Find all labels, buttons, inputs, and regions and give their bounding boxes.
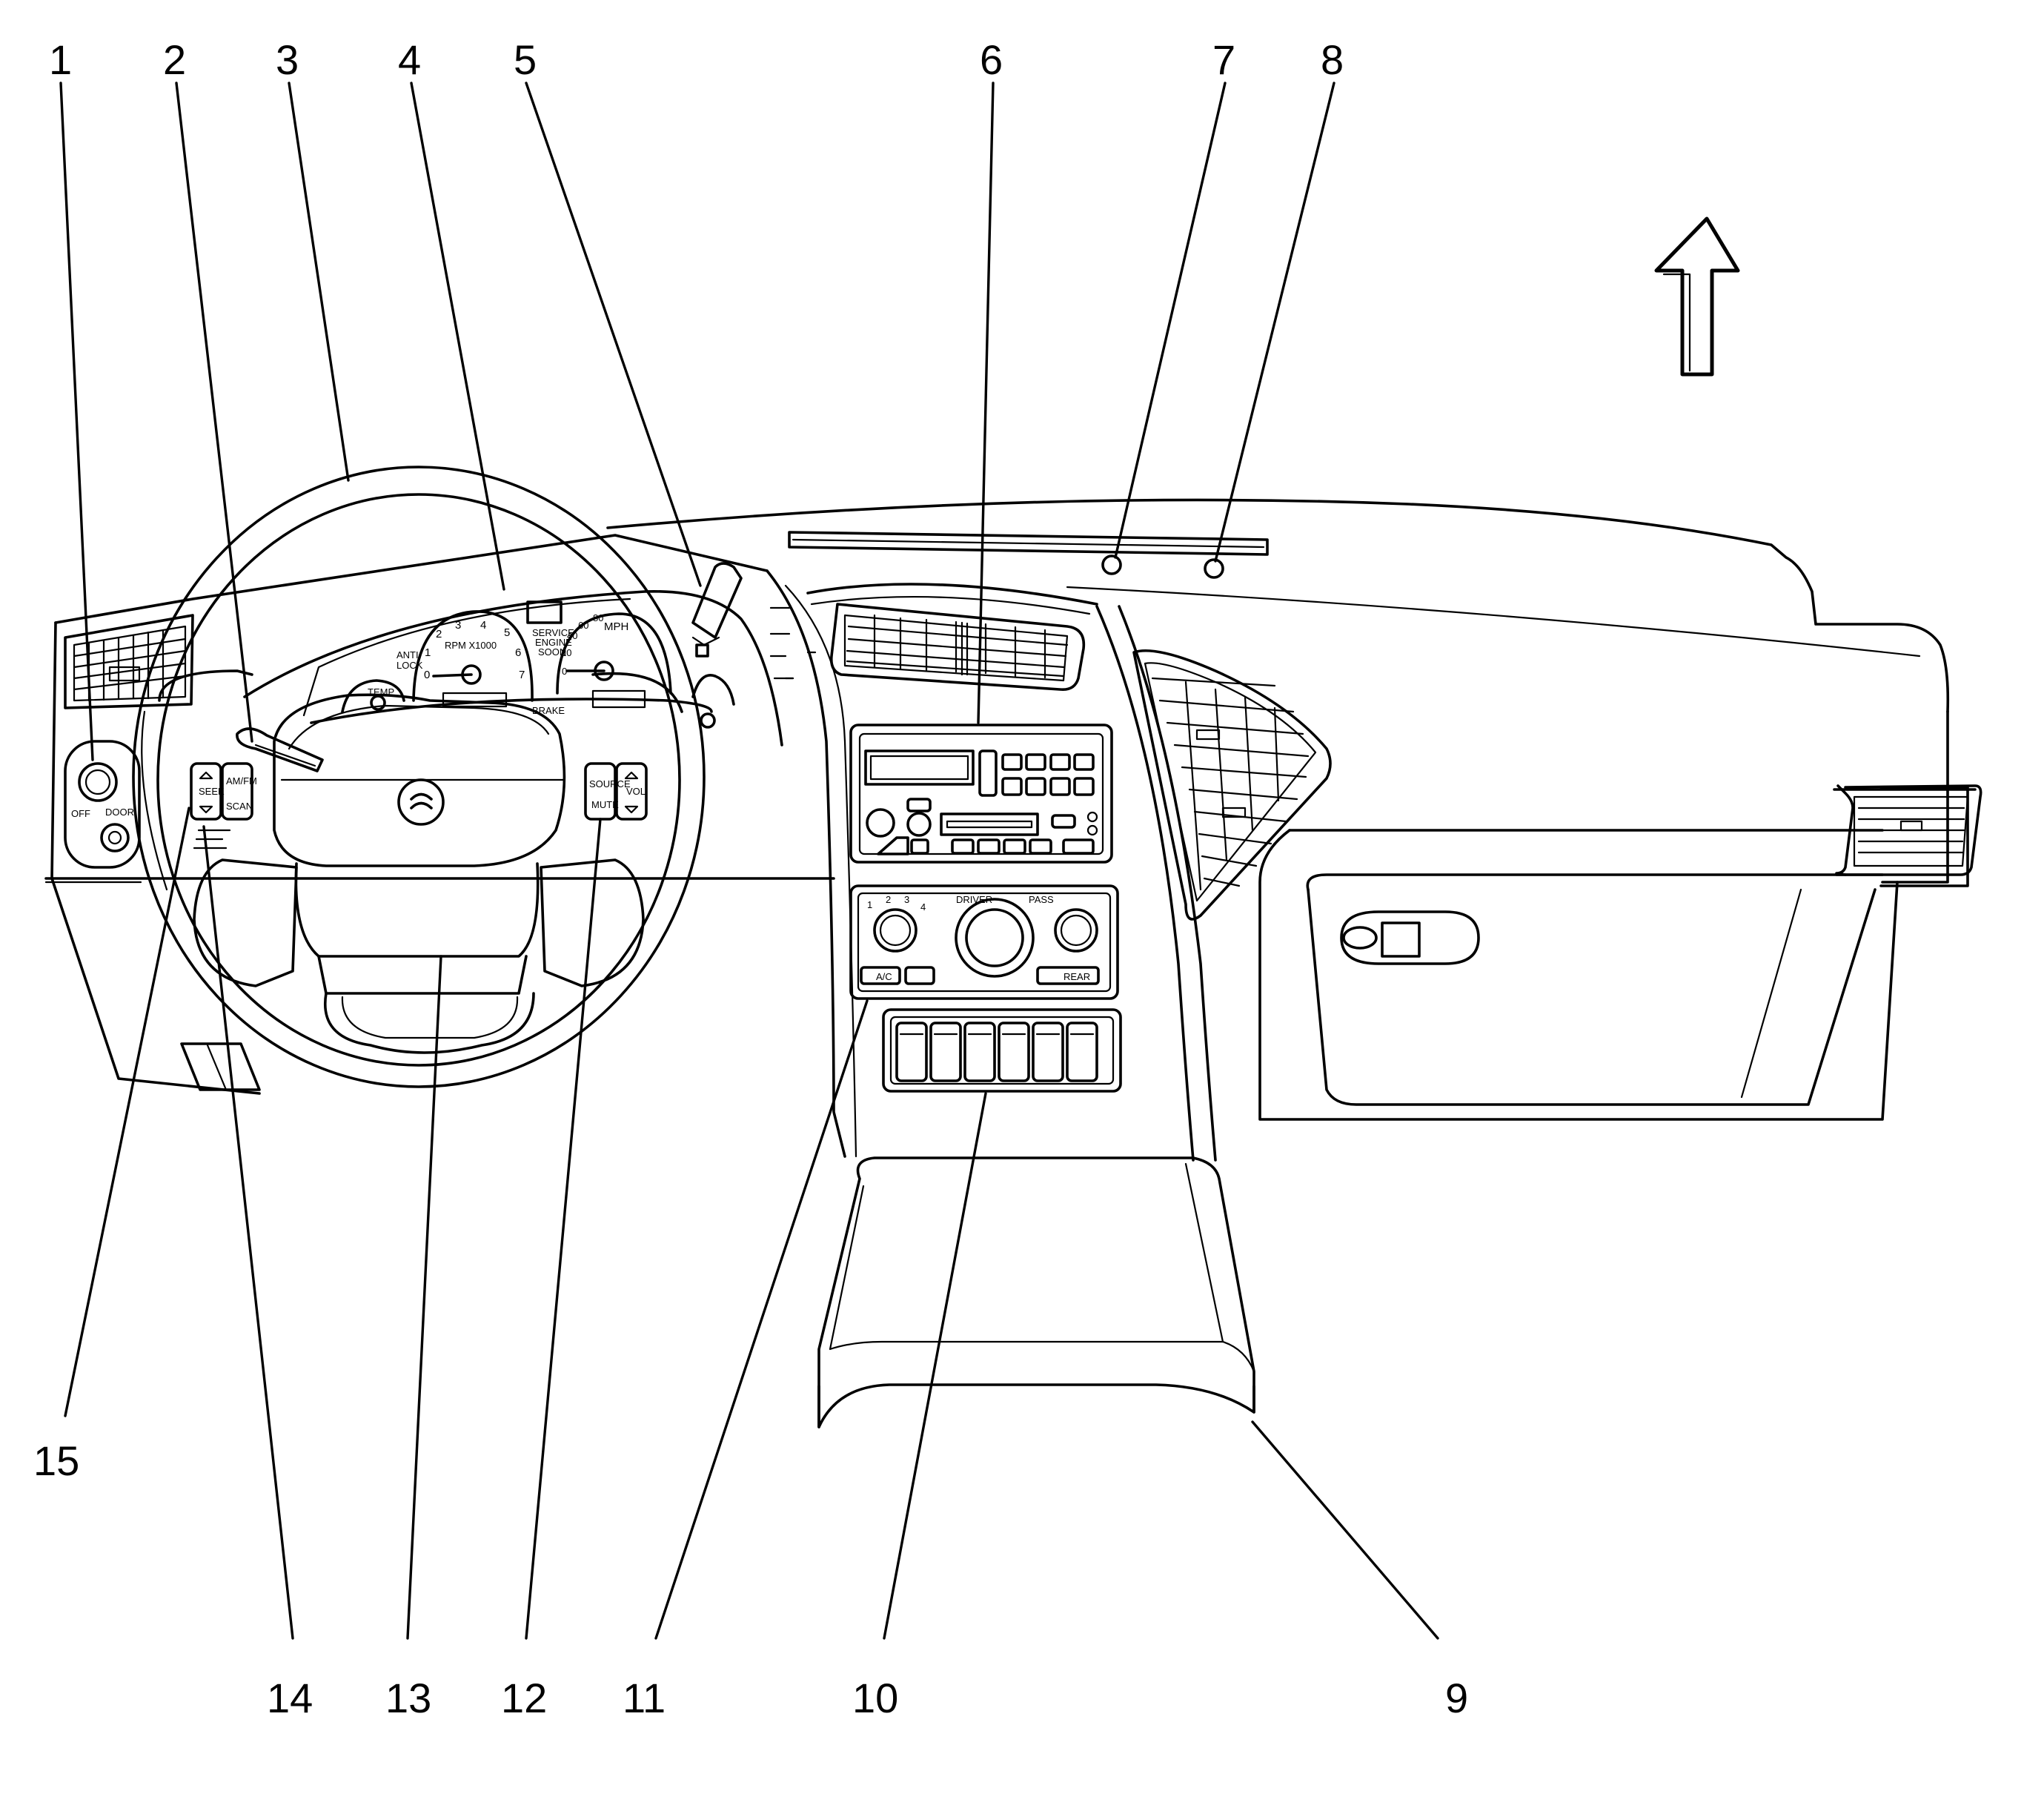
tach-tick: 5 xyxy=(504,626,510,639)
callout-12: 12 xyxy=(501,1675,547,1721)
passenger-right-vent xyxy=(1833,784,1982,876)
hvac-driver-label: DRIVER xyxy=(956,894,992,905)
callout-5: 5 xyxy=(514,36,537,83)
left-wheel-controls: SEEK AM/FM SCAN xyxy=(190,762,257,850)
tach-tick: 6 xyxy=(515,646,521,659)
forward-arrow-icon xyxy=(1654,216,1740,377)
callout-9: 9 xyxy=(1445,1675,1468,1721)
glove-box-latch xyxy=(1340,910,1480,965)
anti-lock-label-1: ANTI- xyxy=(396,649,422,660)
sensor-dots xyxy=(1101,554,1224,579)
service-engine-2: ENGINE xyxy=(535,637,572,648)
hvac-ac-label: A/C xyxy=(876,971,892,982)
tach-tick: 0 xyxy=(424,669,430,681)
callout-4: 4 xyxy=(398,36,421,83)
callout-10: 10 xyxy=(852,1675,898,1721)
speedo-tick: 40 xyxy=(567,630,577,641)
headlamp-off-label: OFF xyxy=(71,808,90,819)
hvac-tick: 1 xyxy=(867,899,872,910)
floor-console xyxy=(817,1156,1255,1428)
callout-7: 7 xyxy=(1212,36,1235,83)
steering-wheel: SEEK AM/FM SCAN SOURCE MUTE VOL xyxy=(132,466,706,1088)
tach-rpm-label: RPM X1000 xyxy=(445,640,497,651)
tach-tick: 3 xyxy=(455,619,461,632)
wheel-seek-label: SEEK xyxy=(199,786,225,797)
headlamp-switch: OFF DOOR xyxy=(64,740,141,869)
tachometer: RPM X1000 0 1 2 3 4 5 6 7 xyxy=(412,610,534,708)
wheel-amfm-label: AM/FM xyxy=(226,775,257,787)
callout-1: 1 xyxy=(49,36,72,83)
shift-lever xyxy=(691,562,743,646)
callout-8: 8 xyxy=(1321,36,1344,83)
tach-tick: 4 xyxy=(480,619,486,632)
switch-bank xyxy=(882,1008,1122,1093)
passenger-center-vent xyxy=(1132,649,1332,921)
hvac-tick: 3 xyxy=(904,894,909,905)
wheel-mute-label: MUTE xyxy=(591,799,619,810)
radio-unit xyxy=(849,724,1113,864)
headlamp-dome-label: DOOR xyxy=(105,807,134,818)
speedo-mph-label: MPH xyxy=(604,620,628,633)
callout-14: 14 xyxy=(267,1675,313,1721)
hvac-control-head: DRIVER PASS 1 2 3 4 A/C REAR xyxy=(849,884,1119,1000)
anti-lock-label-2: LOCK xyxy=(396,660,423,671)
hvac-tick: 4 xyxy=(920,901,926,913)
wheel-vol-label: VOL xyxy=(626,786,646,797)
speedo-tick: 80 xyxy=(593,612,603,623)
center-upper-vent xyxy=(829,603,1086,692)
leader-lines xyxy=(59,82,1439,1640)
speedo-tick: 20 xyxy=(561,647,571,658)
hvac-pass-label: PASS xyxy=(1029,894,1054,905)
callout-15: 15 xyxy=(33,1437,79,1484)
speedo-tick: 60 xyxy=(578,620,588,631)
hvac-rear-label: REAR xyxy=(1064,971,1090,982)
callout-3: 3 xyxy=(276,36,299,83)
tach-tick: 2 xyxy=(436,628,442,640)
driver-side-dash: OFF DOOR xyxy=(44,534,835,1095)
tach-tick: 7 xyxy=(519,669,525,681)
center-stack-surround xyxy=(766,569,1217,1162)
brake-label: BRAKE xyxy=(532,705,565,716)
callout-11: 11 xyxy=(623,1675,666,1721)
right-wheel-controls: SOURCE MUTE VOL xyxy=(584,762,648,821)
wheel-source-label: SOURCE xyxy=(589,778,631,789)
speedometer: MPH 0 20 40 60 80 xyxy=(556,612,672,709)
callout-6: 6 xyxy=(980,36,1003,83)
tach-tick: 1 xyxy=(425,646,431,659)
hvac-tick: 2 xyxy=(886,894,891,905)
fuel-gauge xyxy=(691,674,735,729)
instrument-cluster: RPM X1000 0 1 2 3 4 5 6 7 ANTI- LOCK SER… xyxy=(243,589,783,746)
service-engine-3: SOON xyxy=(538,646,566,658)
service-engine-1: SERVICE xyxy=(532,627,574,638)
speedo-tick: 0 xyxy=(562,666,567,677)
callout-13: 13 xyxy=(385,1675,431,1721)
callout-2: 2 xyxy=(163,36,186,83)
wheel-scan-label: SCAN xyxy=(226,801,253,812)
callout-labels: 1 2 3 4 5 6 7 8 9 10 11 12 13 14 15 xyxy=(33,36,1468,1721)
